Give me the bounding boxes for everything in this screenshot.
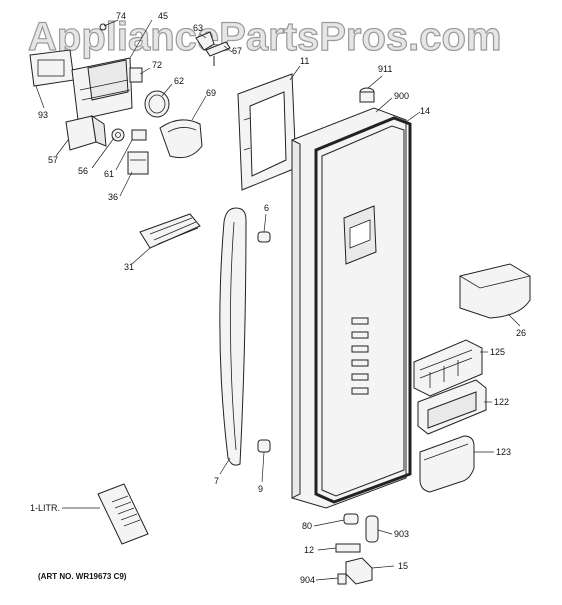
part-12-clip [335,543,361,553]
callout-80: 80 [302,521,312,531]
callout-12: 12 [304,545,314,555]
callout-93: 93 [38,110,48,120]
watermark: AppliancePartsPros.com [28,15,502,59]
callout-63: 63 [193,23,203,33]
art-number: (ART NO. WR19673 C9) [38,572,127,581]
part-63-clip [195,31,215,51]
part-67-bracket [205,41,231,66]
door-shelf-ribs [351,317,369,395]
callout-900: 900 [394,91,409,101]
callout-62: 62 [174,76,184,86]
callout-9: 9 [258,484,263,494]
part-904-nut [337,573,347,585]
callout-122: 122 [494,397,509,407]
callout-7: 7 [214,476,219,486]
callout-31: 31 [124,262,134,272]
part-9-pin [257,439,271,453]
literature-booklet [97,483,149,545]
part-903-tube [365,515,379,543]
part-26-bin [459,263,531,319]
callout-911: 911 [378,64,392,74]
callout-36: 36 [108,192,118,202]
part-93-bracket [29,49,75,87]
callout-6: 6 [264,203,269,213]
part-15-valve [345,557,373,585]
callout-labels: 74 45 63 67 72 62 69 93 57 56 61 36 11 9… [30,11,526,585]
part-11-dispenser-frame [237,73,297,191]
callout-61: 61 [104,169,114,179]
callout-903: 903 [394,529,409,539]
callout-11: 11 [300,56,309,66]
freezer-door-assembly [291,87,412,509]
part-7-handle [219,207,247,466]
callout-74: 74 [116,11,126,21]
part-6-pin [257,231,271,243]
part-14-gasket [314,116,412,504]
callout-123: 123 [496,447,511,457]
part-80-fitting [343,513,359,525]
part-31-drip-tray [139,213,201,249]
callout-904: 904 [300,575,315,585]
callout-125: 125 [490,347,505,357]
part-123-bin [419,435,475,493]
callout-57: 57 [48,155,58,165]
part-74-screw [99,23,107,31]
callout-45: 45 [158,11,168,21]
callout-15: 15 [398,561,408,571]
dispenser-housing-assembly [29,23,231,175]
callout-26: 26 [516,328,526,338]
callout-14: 14 [420,106,430,116]
part-69-chute [159,119,203,159]
part-72-switch [129,67,143,83]
callout-69: 69 [206,88,216,98]
part-36-solenoid [127,151,149,175]
part-900-door [291,107,407,509]
callout-1-litr: 1-LITR. [30,503,60,513]
callout-56: 56 [78,166,88,176]
part-125-rack [413,339,483,397]
part-61-coupler [131,129,147,141]
callout-72: 72 [152,60,162,70]
part-122-bin [417,379,487,435]
leader-lines [35,19,521,581]
callout-67: 67 [232,46,242,56]
part-56-gear [111,128,125,142]
part-57-motor [65,115,97,151]
